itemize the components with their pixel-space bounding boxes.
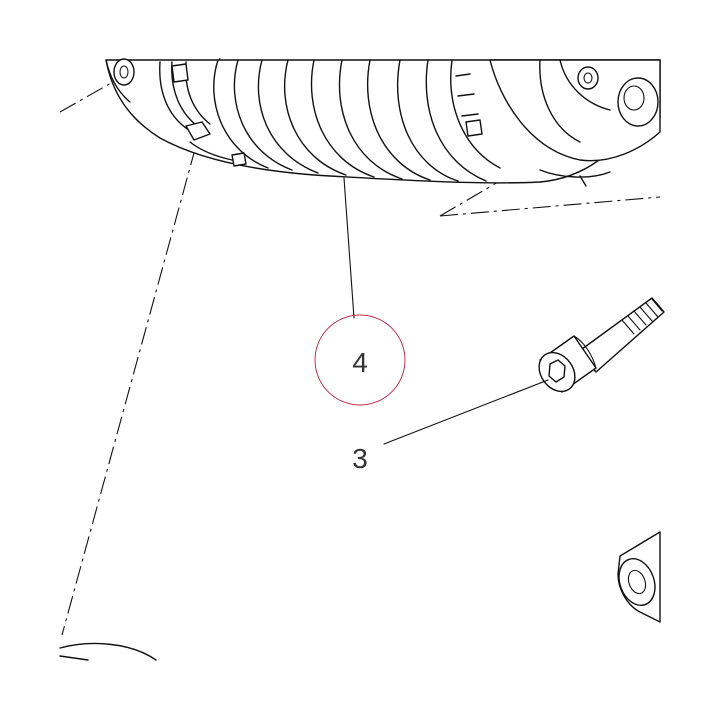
bushing-lower-right — [617, 531, 661, 623]
callout-4-label: 4 — [352, 347, 368, 378]
axis-line-right-lower — [439, 196, 661, 217]
axis-line-upper-left — [59, 61, 149, 113]
leader-line-3 — [383, 379, 549, 445]
callout-4-highlight-circle — [314, 314, 406, 406]
bellows-boot — [105, 58, 661, 187]
callout-3-label: 3 — [352, 443, 368, 474]
frame-fragment-lower-left — [59, 642, 157, 661]
cap-screw — [538, 297, 665, 393]
leader-line-4 — [343, 177, 355, 319]
axis-line-long-diagonal — [61, 57, 221, 636]
